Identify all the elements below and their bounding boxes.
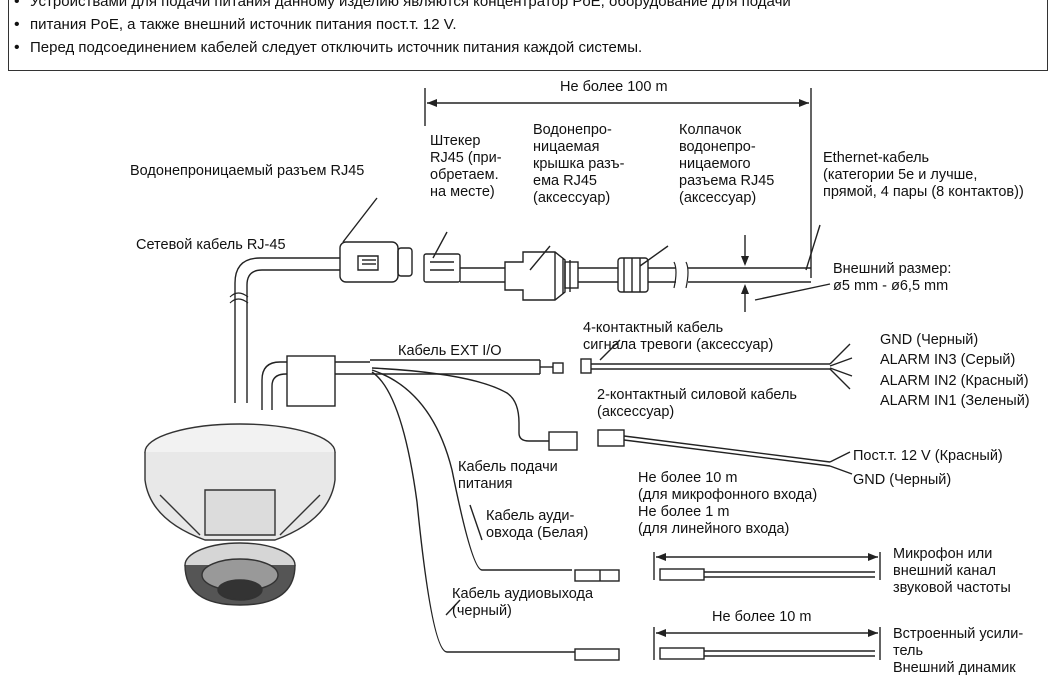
- audio-out-cable-label: Кабель аудиовыхода (черный): [452, 586, 594, 619]
- note-continuation: питания PoE, а также внешний источник пи…: [14, 15, 457, 35]
- rj45-plug-label: Штекер RJ45 (при- обретаем. на месте): [430, 133, 502, 200]
- waterproof-rj45-connector-shape: [339, 241, 399, 283]
- max-10m-label: Не более 10 m: [712, 609, 812, 625]
- note-bullet-power-sources: Устройствами для подачи питания данному …: [14, 0, 791, 12]
- waterproof-cover-label: Водонепро- ницаемая крышка разъ- ема RJ4…: [533, 122, 625, 206]
- network-cable-label: Сетевой кабель RJ-45: [136, 237, 286, 253]
- amplifier-label: Встроенный усили- тель Внешний динамик: [893, 626, 1024, 676]
- cap-label: Колпачок водонепро- ницаемого разъема RJ…: [679, 122, 775, 206]
- power-supply-cable-label: Кабель подачи питания: [458, 459, 558, 492]
- dc-12v-label: Пост.т. 12 V (Красный): [853, 448, 1003, 464]
- cap-shape: [617, 257, 649, 293]
- max-10m-mic-label: Не более 10 m (для микрофонного входа) Н…: [638, 470, 818, 537]
- dome-camera: [144, 423, 336, 606]
- alarm-cable-label: 4-контактный кабель сигнала тревоги (акс…: [583, 320, 774, 353]
- alarm-in3-label: ALARM IN3 (Серый): [880, 352, 1016, 368]
- max-100m-label: Не более 100 m: [560, 79, 668, 95]
- waterproof-cover-shape: [504, 251, 566, 301]
- rj45-plug-shape: [423, 253, 461, 283]
- ethernet-cable-label: Ethernet-кабель (категории 5e и лучше, п…: [823, 150, 1024, 200]
- note-bullet-disconnect-power: Перед подсоединением кабелей следует отк…: [14, 38, 642, 58]
- outer-size-label: Внешний размер: ø5 mm - ø6,5 mm: [833, 261, 952, 294]
- mic-label: Микрофон или внешний канал звуковой част…: [893, 546, 1011, 596]
- notes-box: [8, 0, 1048, 71]
- power-cable-2pin-label: 2-контактный силовой кабель (аксессуар): [597, 387, 797, 420]
- ext-io-label: Кабель EXT I/O: [398, 343, 502, 359]
- audio-in-cable-label: Кабель ауди- овхода (Белая): [486, 508, 589, 541]
- gnd-black-label: GND (Черный): [880, 332, 979, 348]
- ext-io-bracket-shape: [286, 355, 336, 407]
- alarm-in2-label: ALARM IN2 (Красный): [880, 373, 1029, 389]
- waterproof-rj45-label: Водонепроницаемый разъем RJ45: [130, 163, 365, 179]
- alarm-in1-label: ALARM IN1 (Зеленый): [880, 393, 1030, 409]
- gnd-black-2-label: GND (Черный): [853, 472, 952, 488]
